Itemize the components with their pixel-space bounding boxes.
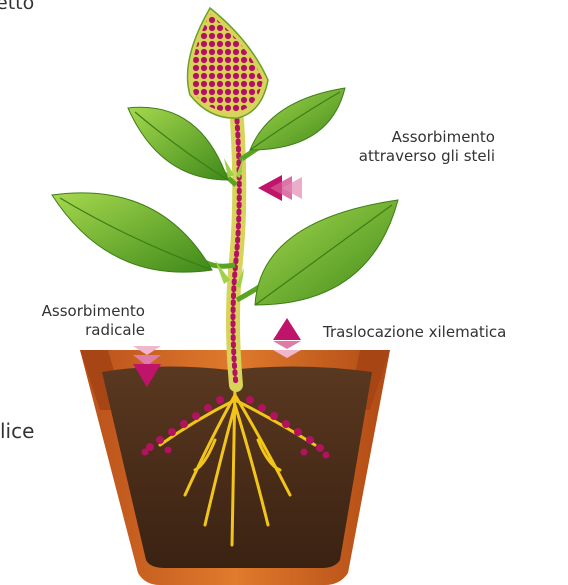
stem	[233, 120, 239, 385]
root-absorption-line1: Assorbimento	[10, 302, 145, 321]
stem-absorption-line2: attraverso gli steli	[325, 147, 495, 166]
arrow-left-icon	[258, 175, 302, 201]
xylem-translocation-label: Traslocazione xilematica	[323, 323, 506, 342]
root-absorption-label: Assorbimento radicale	[10, 302, 145, 340]
left-cut-label: lice	[0, 422, 34, 441]
arrow-up-icon	[273, 318, 301, 358]
root-absorption-line2: radicale	[10, 321, 145, 340]
top-left-cut-label: etto	[0, 0, 34, 13]
leaves	[52, 88, 398, 305]
stem-absorption-label: Assorbimento attraverso gli steli	[325, 128, 495, 166]
top-leaf-dotted	[188, 8, 269, 118]
stem-absorption-line1: Assorbimento	[325, 128, 495, 147]
